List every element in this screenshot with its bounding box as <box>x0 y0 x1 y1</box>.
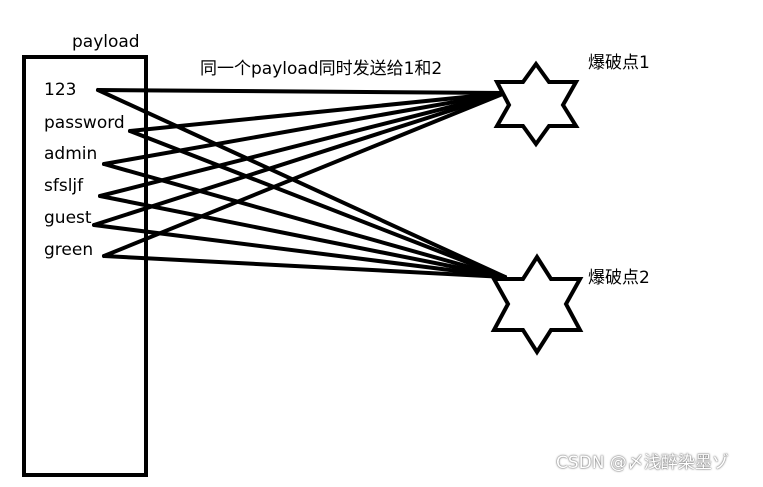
csdn-watermark: CSDN @〆浅醉染墨ゾ <box>556 453 729 473</box>
link-admin-to-target-1 <box>102 91 507 166</box>
payload-box-title: payload <box>72 32 140 52</box>
payload-item-123: 123 <box>44 80 77 100</box>
link-guest-to-target-1 <box>92 91 507 227</box>
payload-item-admin: admin <box>44 144 98 164</box>
link-123-to-target-2 <box>96 88 507 279</box>
target-star-1 <box>493 60 580 148</box>
link-green-to-target-1 <box>102 91 507 258</box>
payload-box <box>22 55 148 477</box>
target-star-2 <box>490 253 584 356</box>
payload-item-green: green <box>44 240 94 260</box>
link-password-to-target-1 <box>128 91 507 133</box>
payload-item-sfsljf: sfsljf <box>44 176 84 196</box>
link-sfsljf-to-target-1 <box>98 91 507 198</box>
link-123-to-target-1 <box>96 88 507 95</box>
payload-item-guest: guest <box>44 208 92 228</box>
link-admin-to-target-2 <box>102 162 507 279</box>
link-green-to-target-2 <box>102 254 507 279</box>
payload-item-password: password <box>44 113 125 133</box>
target-label-1: 爆破点1 <box>588 53 650 73</box>
connection-lines <box>92 88 507 279</box>
target-label-2: 爆破点2 <box>588 268 650 288</box>
link-sfsljf-to-target-2 <box>98 194 507 279</box>
link-password-to-target-2 <box>128 129 507 279</box>
diagram-caption: 同一个payload同时发送给1和2 <box>200 59 443 79</box>
